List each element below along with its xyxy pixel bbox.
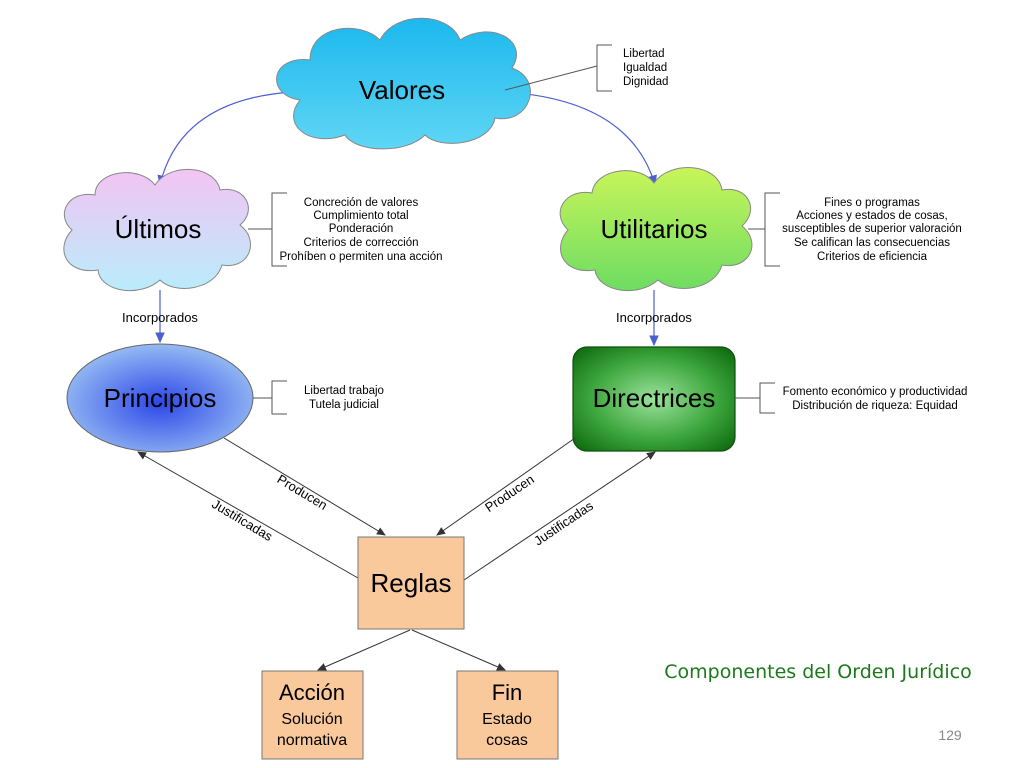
producen-right-label: Producen [482, 471, 537, 515]
valores-note-line-1: Libertad [623, 48, 665, 60]
directrices-label: Directrices [593, 383, 716, 413]
fin-box: Fin Estado cosas [456, 670, 559, 760]
incorporados-right-label: Incorporados [616, 310, 692, 325]
utilitarios-cloud: Utilitarios [559, 167, 753, 292]
directrices-note-line-2: Distribución de riqueza: Equidad [792, 400, 958, 412]
principios-note-line-1: Libertad trabajo [304, 385, 384, 397]
valores-label: Valores [359, 75, 445, 105]
utilitarios-note-line-2: Acciones y estados de cosas, [796, 210, 948, 222]
valores-note-line-3: Dignidad [623, 76, 668, 88]
arrow-reglas-fin [411, 629, 506, 671]
ultimos-note-line-5: Prohíben o permiten una acción [279, 251, 442, 263]
ultimos-note-line-3: Ponderación [329, 223, 394, 235]
directrices-box: Directrices [572, 346, 736, 452]
utilitarios-label: Utilitarios [601, 214, 708, 244]
diagram-title: Componentes del Orden Jurídico [664, 661, 971, 683]
arrow-reglas-principios [137, 451, 359, 579]
producen-left-label: Producen [275, 471, 330, 513]
arrow-principios-reglas [223, 437, 386, 536]
utilitarios-note: Fines o programas Acciones y estados de … [748, 192, 962, 267]
ultimos-note-line-2: Cumplimiento total [313, 210, 408, 222]
utilitarios-note-line-5: Criterios de eficiencia [817, 251, 928, 263]
accion-line-1: Solución [281, 711, 342, 728]
justificadas-right-label: Justificadas [531, 498, 596, 549]
directrices-note-line-1: Fomento económico y productividad [783, 386, 968, 398]
valores-note-line-2: Igualdad [623, 62, 667, 74]
ultimos-label: Últimos [115, 214, 202, 244]
fin-line-2: cosas [486, 732, 528, 749]
principios-ellipse: Principios [66, 343, 254, 453]
arrow-valores-ultimos [157, 91, 293, 187]
utilitarios-note-line-4: Se califican las consecuencias [794, 237, 950, 249]
fin-line-1: Estado [482, 711, 532, 728]
arrow-valores-utilitarios [504, 91, 657, 187]
accion-box: Acción Solución normativa [261, 670, 364, 760]
ultimos-note-line-1: Concreción de valores [304, 197, 419, 209]
incorporados-left-label: Incorporados [122, 310, 198, 325]
accion-line-2: normativa [277, 732, 347, 749]
arrow-directrices-reglas [436, 437, 576, 536]
principios-note-line-2: Tutela judicial [309, 399, 379, 411]
page-number: 129 [938, 727, 962, 743]
ultimos-note-line-4: Criterios de corrección [303, 237, 418, 249]
fin-title: Fin [492, 680, 523, 705]
utilitarios-note-line-3: susceptibles de superior valoración [782, 223, 962, 235]
valores-note: Libertad Igualdad Dignidad [504, 44, 668, 92]
valores-cloud: Valores [276, 17, 531, 150]
justificadas-left-label: Justificadas [209, 496, 275, 544]
reglas-label: Reglas [371, 568, 452, 598]
accion-title: Acción [279, 680, 345, 705]
ultimos-cloud: Últimos [63, 169, 251, 292]
principios-label: Principios [104, 383, 217, 413]
directrices-note: Fomento económico y productividad Distri… [735, 382, 968, 414]
principios-note: Libertad trabajo Tutela judicial [253, 380, 384, 415]
arrow-reglas-accion [317, 629, 411, 671]
utilitarios-note-line-1: Fines o programas [824, 197, 920, 209]
ultimos-note: Concreción de valores Cumplimiento total… [248, 192, 443, 267]
reglas-box: Reglas [357, 536, 465, 630]
arrow-reglas-directrices [463, 451, 656, 581]
